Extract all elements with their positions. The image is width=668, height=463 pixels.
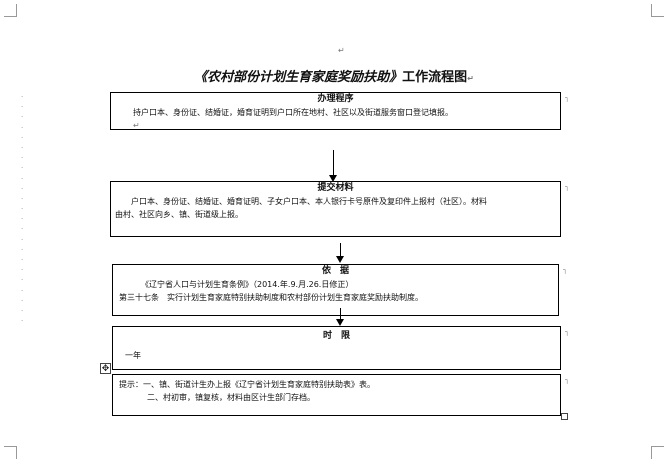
procedure-box[interactable]: 办理程序 持户口本、身份证、结婚证，婚育证明到户口所在地村、社区以及街道服务窗口… [110, 92, 561, 130]
margin-paragraph-marks: ········ ········ ······· [21, 93, 24, 326]
title-paragraph-mark: ↵ [467, 74, 474, 83]
basis-box[interactable]: 依 据 《辽宁省人口与计划生育条例》（2014.年.9.月.26.日修正） 第三… [112, 264, 559, 316]
row-end-mark: ┐ [563, 266, 568, 274]
table-move-handle-icon[interactable]: ✥ [100, 363, 111, 374]
crop-mark-top-right [651, 4, 664, 17]
notes-text-line1: 提示：一、镇、街道计生办上报《辽宁省计划生育家庭特别扶助表》表。 [119, 380, 375, 389]
paragraph-mark-icon: ↵ [338, 46, 345, 55]
crop-mark-bottom-right [651, 446, 664, 459]
document-title[interactable]: 《农村部份计划生育家庭奖励扶助》工作流程图↵ [0, 66, 668, 85]
table-resize-handle[interactable] [561, 413, 568, 420]
procedure-text: 持户口本、身份证、结婚证，婚育证明到户口所在地村、社区以及街道服务窗口登记填报。 [133, 108, 453, 117]
materials-heading: 提交材料 [317, 183, 354, 193]
notes-box[interactable]: 提示：一、镇、街道计生办上报《辽宁省计划生育家庭特别扶助表》表。 二、村初审，镇… [112, 374, 561, 416]
arrow-down-2 [336, 243, 344, 263]
notes-text-line2: 二、村初审，镇复核，材料由区计生部门存档。 [147, 393, 315, 402]
basis-text-line2: 第三十七条 实行计划生育家庭特别扶助制度和农村部份计划生育家庭奖励扶助制度。 [119, 293, 423, 302]
arrow-down-3 [336, 308, 344, 326]
basis-text-line1: 《辽宁省人口与计划生育条例》（2014.年.9.月.26.日修正） [141, 280, 354, 289]
basis-heading: 依 据 [321, 266, 349, 276]
row-end-mark: ┐ [565, 328, 570, 336]
materials-text-line1: 户口本、身份证、结婚证、婚育证明、子女户口本、本人银行卡号原件及复印件上报村（社… [131, 197, 487, 206]
materials-box[interactable]: 提交材料 户口本、身份证、结婚证、婚育证明、子女户口本、本人银行卡号原件及复印件… [110, 181, 561, 237]
materials-text-line2: 由村、社区向乡、镇、街道级上报。 [115, 210, 243, 219]
time-limit-box[interactable]: 时 限 一年 [112, 326, 561, 370]
time-limit-text: 一年 [125, 351, 141, 360]
row-end-mark: ┐ [565, 183, 570, 191]
title-suffix: 工作流程图 [402, 70, 468, 85]
row-end-mark: ┐ [565, 94, 570, 102]
crop-mark-top-left [4, 4, 17, 17]
procedure-heading: 办理程序 [317, 94, 354, 104]
procedure-paragraph-mark: ↵ [133, 121, 140, 130]
row-end-mark: ┐ [565, 376, 570, 384]
arrow-down-1 [329, 150, 337, 182]
title-main: 《农村部份计划生育家庭奖励扶助》 [194, 70, 403, 85]
time-limit-heading: 时 限 [322, 331, 350, 341]
crop-mark-bottom-left [4, 446, 17, 459]
